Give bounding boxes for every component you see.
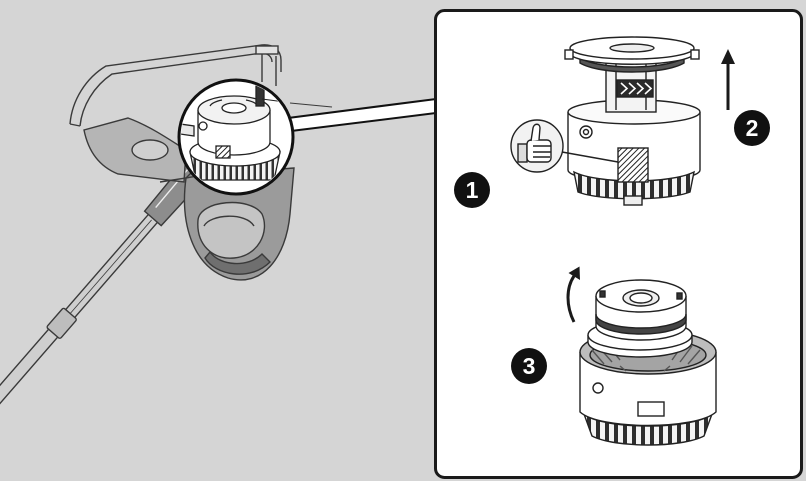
motor-housing-window: [197, 201, 266, 259]
thumb-icon-fist: [526, 139, 552, 163]
motor-housing-slot: [637, 401, 665, 417]
step-badge-2-circle: [734, 110, 770, 146]
rotate-arrow-head: [568, 266, 580, 280]
filter-bottom-nub: [623, 195, 643, 206]
handle-latch: [255, 45, 279, 55]
step-badge-3: 3: [511, 348, 547, 384]
filter-assembly: [510, 36, 701, 206]
filter-lid-tab-left: [564, 49, 574, 60]
magnified-filter-center: [221, 102, 247, 114]
cord-line: [289, 102, 333, 108]
vacuum-body: [69, 44, 295, 281]
filter-ribbed-base: [573, 170, 695, 200]
step-badge-1: 1: [454, 172, 490, 208]
thumb-press-icon: [510, 119, 564, 173]
magnifier: [177, 78, 437, 196]
rotor-notch-right: [676, 292, 683, 300]
carry-handle-inner: [79, 52, 273, 127]
step-badge-2: 2: [734, 110, 770, 146]
step-label-1: 1: [466, 177, 479, 203]
magnified-release-clip: [215, 145, 231, 159]
magnified-side-bracket: [181, 123, 195, 137]
arrow-up-head: [721, 49, 735, 64]
motor-housing-groove: [203, 215, 255, 227]
filter-lid-center: [609, 43, 655, 53]
motor-unit: [579, 279, 717, 446]
filter-lid-tab-right: [690, 49, 700, 60]
step-badge-3-circle: [511, 348, 547, 384]
step-label-3: 3: [523, 353, 536, 379]
rotor-notch-left: [599, 290, 606, 298]
rotor-band: [595, 313, 687, 335]
filter-body-hole-inner: [582, 128, 590, 136]
vacuum-cleaner-drawing: [0, 44, 333, 406]
rotor-center: [629, 292, 653, 304]
step-label-2: 2: [746, 115, 759, 141]
press-pointer-line: [561, 151, 619, 163]
thumb-icon-cuff: [517, 143, 528, 163]
carry-handle-end: [69, 123, 81, 127]
handle-posts: [261, 54, 277, 86]
rotate-arrow-curve: [566, 275, 576, 323]
step-badge-1-circle: [454, 172, 490, 208]
thumb-icon-thumb: [530, 123, 541, 142]
carry-handle: [69, 44, 282, 125]
magnified-filter: [181, 83, 291, 181]
arrow-up-icon: [721, 49, 735, 110]
wand-seam: [69, 219, 152, 314]
cyclone-cap: [131, 139, 169, 161]
motor-housing-jaw: [204, 250, 271, 275]
motor-housing-hole: [592, 382, 604, 394]
handle-grip-highlight: [155, 164, 193, 209]
chevron-marks: [620, 82, 653, 95]
magnified-screw: [198, 121, 208, 131]
release-clip: [617, 147, 649, 183]
rotate-arrow-icon: [566, 266, 580, 323]
filter-lid-underside-shadow: [579, 56, 685, 73]
thumb-icon-fingers: [533, 145, 551, 158]
